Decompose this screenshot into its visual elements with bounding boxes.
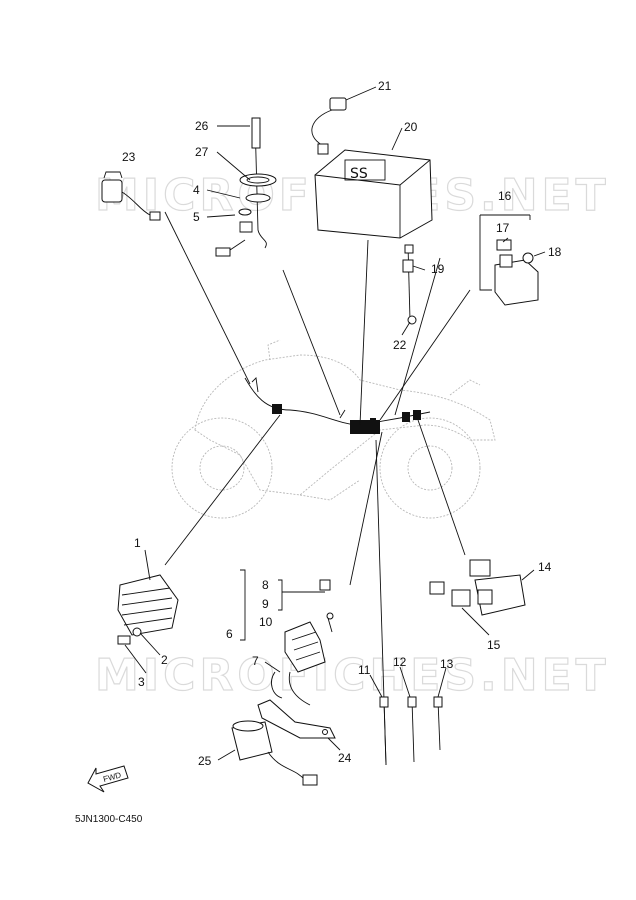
parts-11-12-13-bands [379, 696, 443, 766]
label-27: 27 [195, 145, 209, 159]
part-24-bracket [257, 699, 336, 739]
fwd-arrow-icon: FWD [87, 765, 129, 793]
svg-text:SS: SS [350, 166, 368, 182]
label-15: 15 [487, 638, 501, 652]
part-16-relay [479, 214, 539, 306]
label-12: 12 [393, 655, 407, 669]
label-19: 19 [431, 262, 445, 276]
part-20-ecu: SS [314, 149, 433, 239]
label-4: 4 [193, 183, 200, 197]
label-18: 18 [548, 245, 562, 259]
label-2: 2 [161, 653, 168, 667]
label-20: 20 [404, 120, 418, 134]
label-14: 14 [538, 560, 552, 574]
label-7: 7 [252, 654, 259, 668]
parts-14-15-connectors [429, 559, 526, 616]
label-3: 3 [138, 675, 145, 689]
label-16: 16 [498, 189, 512, 203]
label-25: 25 [198, 754, 212, 768]
part-21-connector [311, 97, 347, 155]
label-9: 9 [262, 597, 269, 611]
part-26-27-sensor [215, 117, 277, 257]
part-25-capacitor [231, 720, 318, 786]
label-21: 21 [378, 79, 392, 93]
label-8: 8 [262, 578, 269, 592]
label-24: 24 [338, 751, 352, 765]
label-5: 5 [193, 210, 200, 224]
label-23: 23 [122, 150, 136, 164]
label-1: 1 [134, 536, 141, 550]
label-22: 22 [393, 338, 407, 352]
label-6: 6 [226, 627, 233, 641]
motorcycle-outline [171, 339, 496, 519]
label-17: 17 [496, 221, 510, 235]
part-6-fusebox [240, 569, 334, 706]
part-23-cable [101, 171, 161, 221]
part-1-regulator [117, 574, 179, 645]
diagram-code: 5JN1300-C450 [75, 814, 143, 825]
part-labels: 21 20 26 27 23 4 5 16 17 18 19 22 1 2 3 … [122, 79, 562, 768]
wire-harness [244, 377, 431, 434]
label-13: 13 [440, 657, 454, 671]
label-ticks [124, 86, 546, 761]
watermark-bottom: MICROFICHES.NET [95, 650, 610, 701]
label-11: 11 [358, 663, 371, 677]
label-26: 26 [195, 119, 209, 133]
part-19-cable [402, 244, 417, 325]
label-10: 10 [259, 615, 273, 629]
